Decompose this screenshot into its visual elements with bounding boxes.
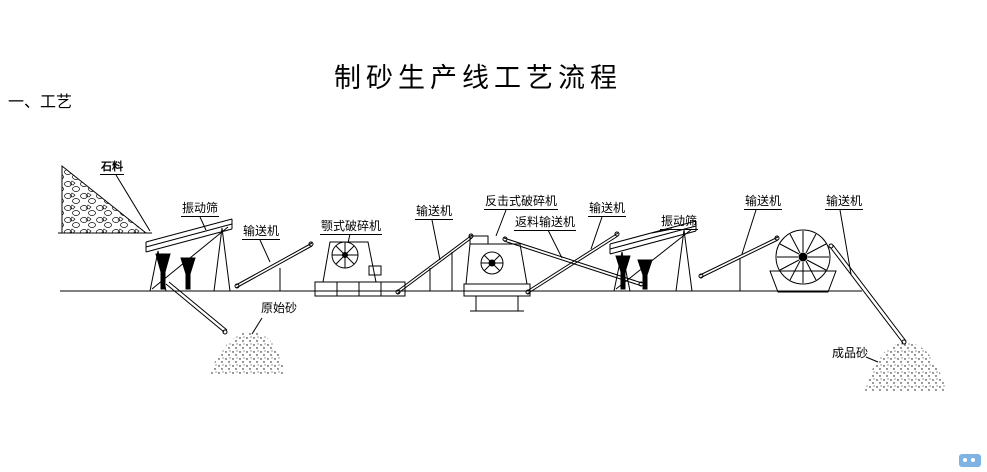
label-conveyor-1: 输送机: [242, 224, 281, 241]
page-title: 制砂生产线工艺流程: [334, 63, 622, 93]
label-conveyor-4: 输送机: [744, 194, 783, 211]
screen1-hopper-1: [155, 253, 171, 290]
label-conveyor-5: 输送机: [825, 194, 864, 211]
section-label: 一、工艺: [8, 94, 73, 111]
label-impact-crusher: 反击式破碎机: [484, 194, 559, 211]
conveyor-3: [525, 216, 620, 295]
conveyor-2: [395, 219, 474, 295]
label-vibrating-screen-1: 振动筛: [181, 201, 220, 218]
conveyor-5: [828, 209, 907, 345]
jaw-crusher: [314, 233, 406, 297]
washer-wheel: [775, 229, 831, 285]
screen2-hopper-2: [637, 259, 653, 290]
label-return-conveyor: 返料输送机: [514, 215, 577, 232]
label-stone: 石料: [100, 161, 124, 176]
raw-sand-chute: [165, 281, 228, 335]
vibrating-screen-1: [145, 216, 233, 292]
sand-washer: [769, 229, 837, 293]
label-raw-sand: 原始砂: [261, 301, 298, 315]
return-conveyor: [502, 229, 644, 287]
impact-crusher: [463, 209, 531, 312]
raw-sand-pile: [210, 317, 285, 374]
stone-pile: [58, 164, 152, 234]
label-conveyor-2: 输送机: [415, 204, 454, 221]
watermark-icon: [959, 454, 981, 467]
screen1-hopper-2: [180, 257, 196, 290]
vibrating-screen-2: [609, 220, 697, 292]
process-diagram: [58, 164, 946, 391]
screen2-hopper-1: [615, 255, 631, 290]
conveyor-1: [234, 239, 314, 291]
finished-sand-pile: [865, 341, 946, 391]
label-finished-sand: 成品砂: [832, 346, 869, 360]
label-vibrating-screen-2: 振动筛: [660, 214, 699, 231]
washer-tank: [769, 270, 837, 293]
conveyor-4: [698, 209, 780, 291]
label-jaw-crusher: 颚式破碎机: [320, 219, 383, 236]
label-conveyor-3: 输送机: [588, 201, 627, 218]
